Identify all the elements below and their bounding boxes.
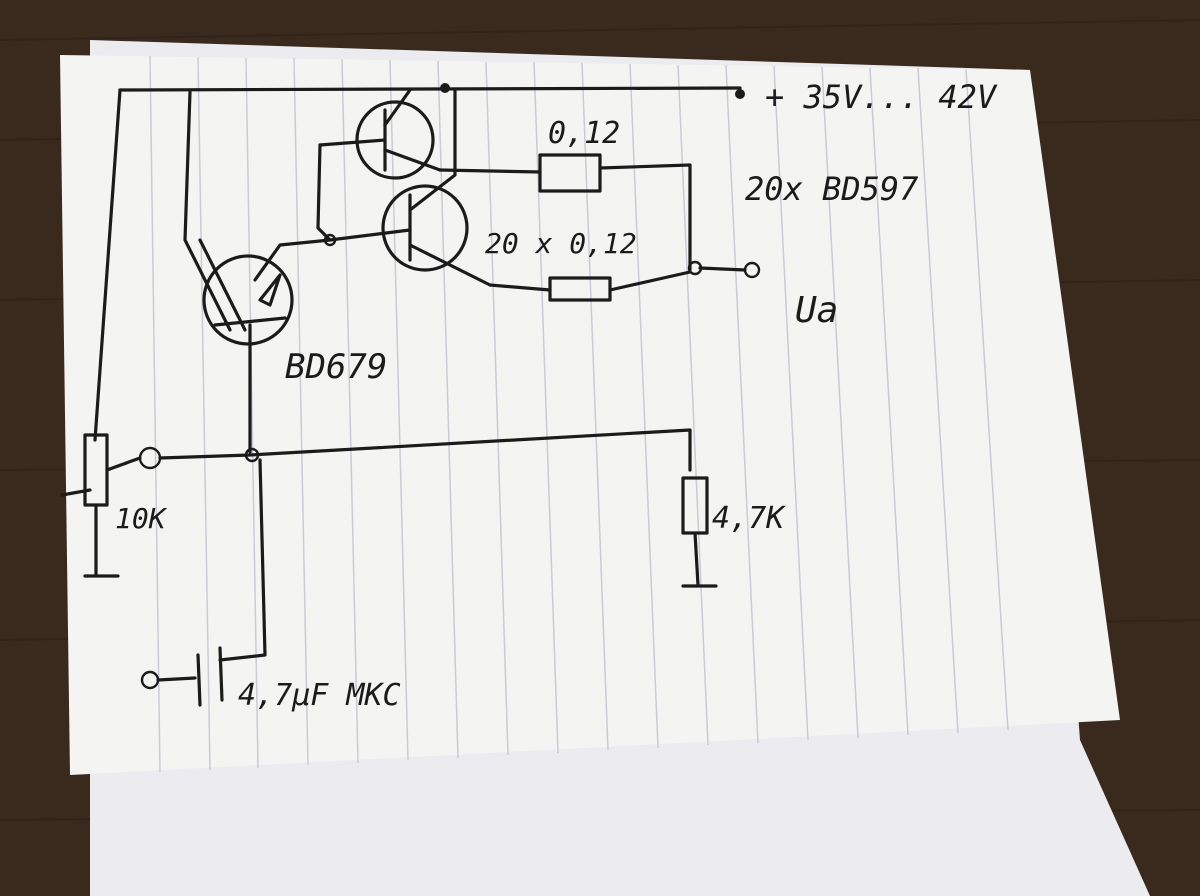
label-potentiometer: 10K bbox=[115, 502, 168, 535]
label-driver-transistor: BD679 bbox=[285, 347, 387, 387]
transistor-top bbox=[318, 88, 442, 180]
label-r-bottom: 20 x 0,12 bbox=[485, 227, 637, 260]
wire-supply-rail bbox=[93, 83, 745, 442]
wire-driver-collector bbox=[183, 90, 232, 332]
potentiometer bbox=[60, 433, 142, 578]
output-node bbox=[687, 260, 761, 279]
wire-input-rail bbox=[138, 428, 692, 662]
paper-sheet bbox=[60, 55, 1120, 775]
paper-ruling bbox=[149, 55, 1009, 773]
transistor-middle bbox=[328, 88, 492, 287]
resistor-top bbox=[438, 153, 692, 272]
supply-terminal bbox=[735, 89, 745, 99]
label-resistor-feedback: 4,7K bbox=[712, 501, 786, 536]
wire-base-network bbox=[253, 143, 337, 282]
label-r-top: 0,12 bbox=[548, 116, 620, 151]
label-capacitor: 4,7µF MKC bbox=[238, 678, 401, 713]
output-terminal bbox=[743, 261, 761, 279]
label-output: Ua bbox=[795, 290, 838, 331]
transistor-driver bbox=[198, 238, 294, 454]
resistor-bottom bbox=[488, 270, 692, 302]
label-supply: + 35V... 42V bbox=[765, 78, 998, 116]
capacitor bbox=[140, 646, 224, 707]
label-driver-count: 20x BD597 bbox=[745, 170, 918, 208]
resistor-feedback bbox=[681, 476, 718, 588]
